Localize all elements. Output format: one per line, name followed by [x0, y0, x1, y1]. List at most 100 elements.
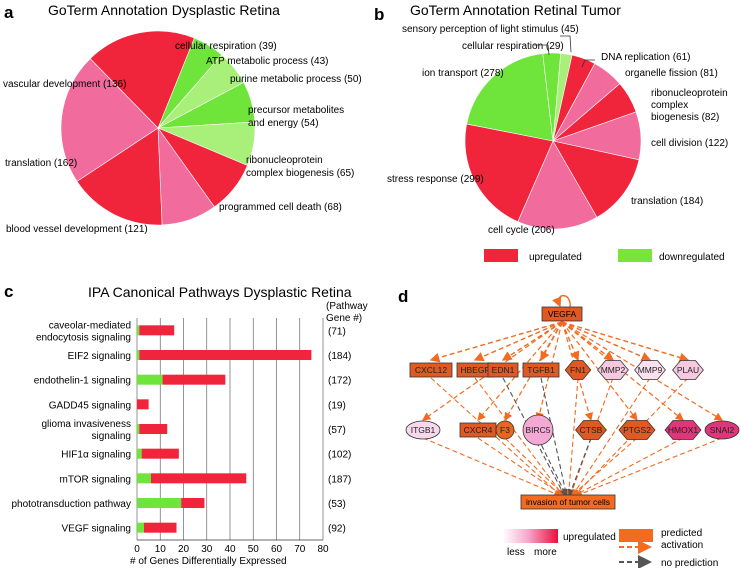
- pie-a-label-atp-metabolic-process: ATP metabolic process (43): [206, 56, 328, 67]
- pathway-gene-count-1: (184): [328, 351, 351, 362]
- pie-slice-stress-response: [464, 123, 554, 223]
- edge-SNAI2-to-target: [574, 437, 723, 498]
- pie-a-label-vascular-development: vascular development (136): [3, 79, 126, 90]
- pathway-gene-count-8: (92): [328, 524, 346, 535]
- activation-label: activation: [661, 540, 703, 551]
- node-MMP9: MMP9: [634, 360, 666, 380]
- edge-PTGS2-to-target: [570, 437, 638, 497]
- node-label-ITGB1: ITGB1: [411, 425, 436, 435]
- node-label-CXCR4: CXCR4: [464, 425, 493, 435]
- pie-b-label-sensory-perception: sensory perception of light stimulus (45…: [402, 24, 579, 35]
- node-target: invasion of tumor cells: [520, 494, 616, 510]
- category-label-8: VEGF signaling: [62, 524, 131, 535]
- node-label-target: invasion of tumor cells: [526, 497, 610, 507]
- edge-TGFB1-to-target: [540, 377, 570, 498]
- bar-upregulated-2: [162, 374, 226, 385]
- gene-count-header-line1: (Pathway: [326, 301, 368, 312]
- pie-b-label-cellular-respiration: cellular respiration (29): [462, 41, 564, 52]
- panel-letter-c: c: [4, 282, 13, 301]
- node-label-MMP2: MMP2: [601, 365, 626, 375]
- node-CTSB: CTSB: [575, 420, 607, 440]
- bar-upregulated-6: [150, 473, 247, 484]
- edge-hub-to-CXCR4: [477, 321, 563, 421]
- predicted-activation-swatch: [619, 529, 653, 542]
- pathway-gene-count-5: (102): [328, 450, 351, 461]
- x-axis-title: # of Genes Differentially Expressed: [130, 556, 287, 567]
- bar-downregulated-4: [137, 424, 140, 434]
- pathway-gene-count-4: (57): [328, 425, 346, 436]
- bar-upregulated-1: [139, 350, 312, 360]
- node-label-hub: VEGFA: [548, 309, 577, 319]
- edge-hub-to-CXCL12: [429, 321, 563, 363]
- node-label-F3: F3: [500, 425, 510, 435]
- node-MMP2: MMP2: [597, 360, 629, 380]
- node-BIRC5: BIRC5: [522, 414, 554, 446]
- pie-a-label-blood-vessel-development: blood vessel development (121): [6, 224, 148, 235]
- pie-a-label-programmed-cell-death: programmed cell death (68): [219, 202, 342, 213]
- pathway-gene-count-3: (19): [328, 400, 346, 411]
- legend-swatch-downregulated: [618, 249, 652, 262]
- gene-count-header-line2: Gene #): [326, 313, 362, 324]
- x-tick-label-10: 10: [155, 544, 167, 555]
- pie-b-label-ion-transport: ion transport (278): [422, 68, 504, 79]
- predicted-label: predicted: [661, 528, 702, 539]
- pathway-gene-count-7: (53): [328, 499, 346, 510]
- pie-b-label-cell-division: cell division (122): [651, 138, 728, 149]
- node-EDN1: EDN1: [487, 362, 519, 378]
- pie-a-label-precursor-line2: and energy (54): [248, 118, 319, 129]
- edge-CTSB-to-target: [567, 437, 592, 498]
- pie-b-label-ribonucleoprotein-line1: ribonucleoprotein: [651, 88, 728, 99]
- edge-hub-to-TGFB1: [540, 321, 563, 362]
- node-label-HMOX1: HMOX1: [668, 425, 699, 435]
- pie-slice-sensory-perception-of-light-stimulus: [542, 52, 561, 142]
- x-tick-label-60: 60: [271, 544, 283, 555]
- edge-BIRC5-to-target: [537, 437, 568, 497]
- node-CXCR4: CXCR4: [459, 422, 497, 438]
- edge-MMP2-to-target: [568, 377, 614, 498]
- node-TGFB1: TGFB1: [522, 362, 560, 378]
- node-SNAI2: SNAI2: [704, 420, 740, 440]
- gradient-swatch: [503, 529, 558, 543]
- edge-hub-to-ITGB1: [422, 321, 563, 421]
- edge-F3-to-target: [504, 437, 566, 497]
- node-CXCL12: CXCL12: [409, 362, 453, 378]
- edge-hub-to-PLAU: [561, 321, 690, 363]
- panel-letter-b: b: [374, 5, 384, 24]
- x-tick-label-40: 40: [224, 544, 236, 555]
- category-label-5: HIF1α signaling: [61, 450, 131, 461]
- node-label-SNAI2: SNAI2: [710, 425, 735, 435]
- node-label-CXCL12: CXCL12: [415, 365, 447, 375]
- edge-hub-to-SNAI2: [561, 321, 724, 421]
- x-tick-label-70: 70: [294, 544, 306, 555]
- pie-chart-a: [60, 30, 256, 226]
- bar-downregulated-2: [137, 374, 163, 385]
- pie-chart-b: [464, 52, 642, 230]
- category-label-1: EIF2 signaling: [68, 351, 131, 362]
- bar-upregulated-0: [139, 325, 175, 336]
- bar-downregulated-0: [137, 325, 140, 336]
- edge-hub-to-PTGS2: [561, 321, 638, 421]
- gradient-less-label: less: [507, 547, 525, 558]
- node-ITGB1: ITGB1: [405, 420, 441, 440]
- legend-label-downregulated: downregulated: [659, 252, 725, 263]
- pie-a-label-cellular-respiration: cellular respiration (39): [175, 41, 277, 52]
- no-prediction-label: no prediction: [661, 558, 718, 568]
- category-label-6: mTOR signaling: [59, 474, 131, 485]
- edge-hub-to-HBEGF: [473, 321, 563, 362]
- hub-self-loop: [552, 294, 571, 308]
- x-tick-label-20: 20: [178, 544, 190, 555]
- edge-ITGB1-to-target: [422, 437, 562, 497]
- node-PTGS2: PTGS2: [618, 420, 656, 440]
- bar-upregulated-4: [139, 424, 168, 434]
- pie-a-labels: cellular respiration (39) ATP metabolic …: [3, 41, 362, 235]
- pie-b-label-ribonucleoprotein-line2: complex: [651, 100, 688, 111]
- edge-CXCR4-to-target: [477, 437, 565, 497]
- pie-b-label-cell-cycle: cell cycle (206): [488, 225, 555, 236]
- node-label-EDN1: EDN1: [492, 365, 515, 375]
- pie-b-labels: sensory perception of light stimulus (45…: [387, 24, 728, 236]
- category-label-2: endothelin-1 signaling: [34, 376, 131, 387]
- x-tick-label-80: 80: [317, 544, 329, 555]
- pie-b-label-ribonucleoprotein-line3: biogenesis (82): [651, 112, 719, 123]
- node-label-PTGS2: PTGS2: [623, 425, 651, 435]
